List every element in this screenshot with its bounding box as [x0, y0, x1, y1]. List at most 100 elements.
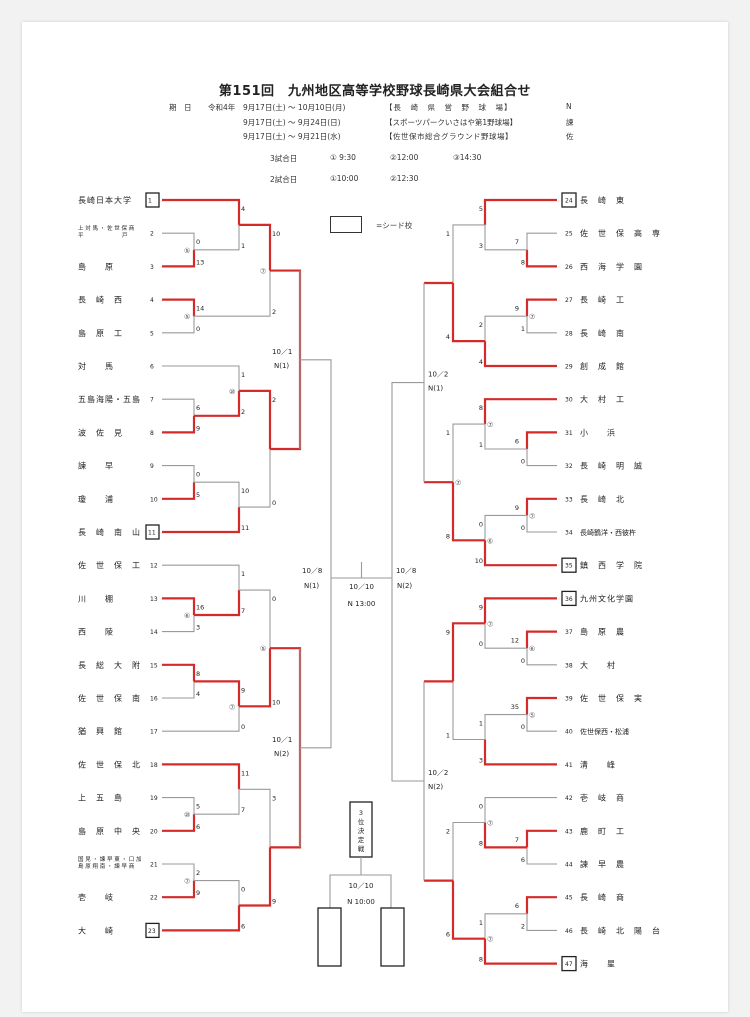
round-venue: N(2) [397, 582, 412, 590]
score: 2 [272, 308, 276, 316]
round-date: 10／1 [272, 348, 292, 356]
team-number: 26 [565, 264, 573, 271]
score: 0 [241, 723, 245, 731]
team-number: 19 [150, 795, 158, 802]
bracket-line [526, 316, 557, 334]
score: 7 [241, 607, 245, 615]
bracket-line [525, 298, 557, 317]
score: 8 [196, 670, 200, 678]
team-number: 41 [565, 762, 573, 769]
bracket-line [239, 389, 272, 449]
score: 35 [511, 703, 519, 711]
team-name: 猶 興 館 [78, 726, 123, 736]
score: 9 [515, 305, 519, 313]
bracket-line [483, 198, 557, 225]
third-place-slot-right [380, 907, 405, 967]
bracket-line-winner [270, 269, 302, 451]
team-number: 18 [150, 762, 158, 769]
round-venue: N(1) [304, 582, 319, 590]
team-name: 長 崎 北 [580, 494, 625, 504]
team-name: 対 馬 [78, 361, 114, 371]
round-date: 10／1 [272, 736, 292, 744]
round-venue: N(2) [428, 783, 443, 791]
team-number: 37 [565, 629, 573, 636]
team-name: 西 陵 [78, 628, 114, 637]
bracket-line [162, 564, 240, 591]
bracket-line [451, 880, 485, 940]
team-name: 国 見 ・ 諫 早 東 ・ 口 加 [78, 855, 142, 863]
inning-mark: ⑦ [487, 620, 493, 628]
bracket-line-winner [162, 482, 196, 500]
third-place-label-char: 決 [358, 826, 365, 835]
team-number: 17 [150, 729, 158, 736]
team-name: 平 戸 [78, 232, 128, 239]
bracket-sheet [22, 22, 728, 1012]
third-place-date: 10／10 [349, 882, 374, 890]
score: 6 [515, 902, 519, 910]
bracket-line [525, 249, 557, 268]
team-name: 長 崎 商 [580, 892, 625, 902]
period-dates-3: 9月17日(土) 〜 9月21日(水) [243, 132, 341, 141]
bracket-line [526, 232, 557, 250]
inning-mark: ⑥ [184, 612, 190, 620]
score: 1 [241, 570, 245, 578]
bracket-line-winner [162, 415, 196, 434]
bracket-line [525, 696, 557, 715]
team-number: 40 [565, 729, 573, 736]
bracket-line [391, 382, 424, 782]
team-number: 36 [565, 596, 573, 603]
score: 14 [196, 305, 204, 313]
team-name: 長 崎 南 山 [78, 527, 141, 537]
bracket-line [484, 913, 527, 939]
score: 9 [272, 898, 276, 906]
team-number: 21 [150, 862, 158, 869]
team-name: 島 原 中 央 [78, 826, 141, 836]
score: 1 [241, 242, 245, 250]
bracket-line [525, 431, 557, 449]
round-date: 10／2 [428, 371, 448, 379]
score: 5 [479, 205, 483, 213]
score: 9 [446, 628, 450, 636]
bracket-line [483, 938, 557, 965]
team-number: 7 [150, 397, 154, 404]
bracket-line [194, 224, 240, 251]
bracket-line-winner [162, 905, 241, 932]
team-name: 創 成 館 [580, 361, 625, 371]
bracket-line [526, 913, 557, 931]
team-number: 39 [565, 696, 573, 703]
bracket-line-winner [162, 663, 196, 682]
team-number: 14 [150, 629, 158, 636]
score: 1 [241, 371, 245, 379]
third-place-label-char: 3 [359, 809, 363, 817]
inning-mark: ⑥ [487, 537, 493, 545]
score: 7 [515, 238, 519, 246]
schedule-3-time-3: ③14:30 [453, 153, 482, 162]
team-name: 島 原 [78, 261, 114, 271]
team-number: 23 [148, 928, 156, 935]
bracket-line [525, 630, 557, 649]
final-date: 10／10 [349, 583, 374, 591]
team-number: 30 [565, 397, 573, 404]
bracket-line [162, 615, 195, 633]
team-name: 上 五 島 [78, 793, 123, 803]
team-name: 鹿 町 工 [580, 826, 625, 836]
team-name: 長 総 大 附 [78, 660, 141, 670]
bracket-line [452, 821, 485, 881]
score: 4 [241, 205, 245, 213]
inning-mark: ⑦ [529, 313, 535, 321]
seed-legend-label: =シード校 [376, 221, 413, 230]
team-name: 上 対 馬 ・ 佐 世 保 商 [78, 224, 135, 232]
score: 5 [196, 803, 200, 811]
inning-mark: ⑩ [229, 388, 235, 396]
seed-box [561, 590, 577, 607]
team-number: 10 [150, 496, 158, 503]
score: 9 [196, 889, 200, 897]
score: 2 [272, 396, 276, 404]
team-name: 壱 岐 [78, 892, 114, 902]
bracket-line [526, 648, 557, 666]
team-name: 島 原 翔 南 ・ 諫 早 商 [78, 862, 135, 870]
team-name: 大 村 工 [580, 394, 625, 404]
team-number: 20 [150, 828, 158, 835]
bracket-line [194, 880, 240, 906]
inning-mark: ⑦ [260, 268, 266, 276]
